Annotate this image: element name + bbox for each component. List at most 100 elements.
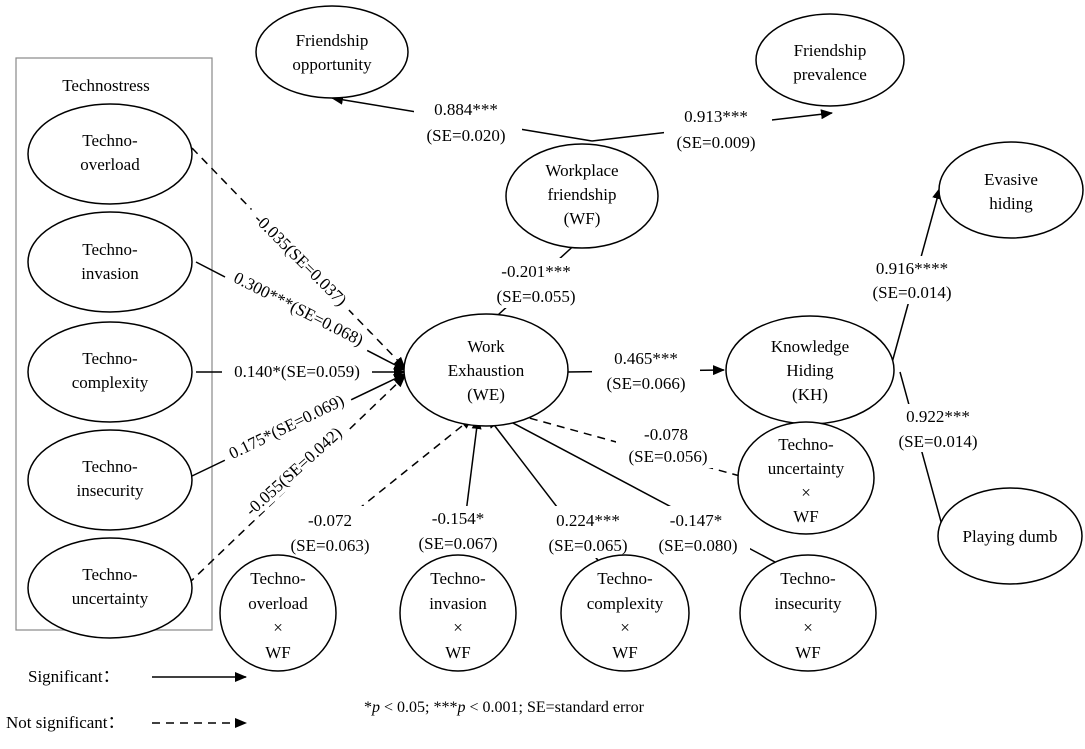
svg-text:-0.078: -0.078 bbox=[644, 425, 688, 444]
svg-text:×: × bbox=[453, 618, 463, 637]
svg-text:(SE=0.014): (SE=0.014) bbox=[873, 283, 952, 302]
svg-text:-0.147*: -0.147* bbox=[670, 511, 722, 530]
node-techno-complexity: Techno- complexity bbox=[27, 321, 193, 423]
svg-text:Techno-: Techno- bbox=[430, 569, 486, 588]
svg-text:-0.154*: -0.154* bbox=[432, 509, 484, 528]
svg-text:(SE=0.014): (SE=0.014) bbox=[899, 432, 978, 451]
svg-text:Knowledge: Knowledge bbox=[771, 337, 849, 356]
label-overload-x-wf-work-exhaustion: -0.072 (SE=0.063) bbox=[280, 506, 384, 558]
svg-text:hiding: hiding bbox=[989, 194, 1033, 213]
svg-text:0.140*(SE=0.059): 0.140*(SE=0.059) bbox=[234, 362, 360, 381]
svg-text:(SE=0.056): (SE=0.056) bbox=[629, 447, 708, 466]
label-complexity-x-wf-work-exhaustion: 0.224*** (SE=0.065) bbox=[534, 506, 642, 558]
svg-text:(SE=0.065): (SE=0.065) bbox=[549, 536, 628, 555]
technostress-group-title: Technostress bbox=[62, 76, 150, 95]
svg-text:×: × bbox=[801, 483, 811, 502]
svg-text:Significant：: Significant： bbox=[28, 667, 120, 686]
label-insecurity-x-wf-work-exhaustion: -0.147* (SE=0.080) bbox=[646, 506, 750, 558]
svg-text:(KH): (KH) bbox=[792, 385, 828, 404]
node-work-exhaustion: Work Exhaustion (WE) bbox=[403, 313, 569, 427]
node-overload-x-wf: Techno- overload × WF bbox=[219, 554, 337, 672]
legend-significant: Significant： bbox=[28, 667, 247, 686]
svg-text:0.916****: 0.916**** bbox=[876, 259, 948, 278]
node-friendship-prevalence: Friendship prevalence bbox=[755, 13, 905, 107]
node-techno-uncertainty: Techno- uncertainty bbox=[27, 537, 193, 639]
svg-text:Not significant：: Not significant： bbox=[6, 713, 125, 732]
label-wf-friendship-prevalence: 0.913*** (SE=0.009) bbox=[664, 104, 772, 154]
svg-text:Techno-: Techno- bbox=[82, 240, 138, 259]
svg-text:0.922***: 0.922*** bbox=[906, 407, 970, 426]
node-techno-insecurity: Techno- insecurity bbox=[27, 429, 193, 531]
svg-text:-0.201***: -0.201*** bbox=[501, 262, 570, 281]
svg-text:uncertainty: uncertainty bbox=[72, 589, 149, 608]
edge-kh-playing-dumb bbox=[899, 371, 948, 541]
svg-text:complexity: complexity bbox=[587, 594, 664, 613]
svg-text:(SE=0.063): (SE=0.063) bbox=[291, 536, 370, 555]
legend-not-significant: Not significant： bbox=[6, 713, 247, 732]
svg-text:WF: WF bbox=[445, 643, 471, 662]
svg-text:Techno-: Techno- bbox=[778, 435, 834, 454]
node-friendship-opportunity: Friendship opportunity bbox=[255, 5, 409, 99]
svg-text:insecurity: insecurity bbox=[774, 594, 842, 613]
label-wf-work-exhaustion: -0.201*** (SE=0.055) bbox=[482, 258, 592, 308]
node-workplace-friendship: Workplace friendship (WF) bbox=[505, 143, 659, 249]
svg-text:Playing dumb: Playing dumb bbox=[963, 527, 1058, 546]
svg-text:WF: WF bbox=[265, 643, 291, 662]
svg-text:Friendship: Friendship bbox=[794, 41, 867, 60]
svg-text:friendship: friendship bbox=[548, 185, 617, 204]
svg-text:Evasive: Evasive bbox=[984, 170, 1038, 189]
svg-text:prevalence: prevalence bbox=[793, 65, 867, 84]
label-techno-complexity-work-exhaustion: 0.140*(SE=0.059) bbox=[222, 360, 372, 382]
svg-text:Work: Work bbox=[467, 337, 505, 356]
svg-text:Techno-: Techno- bbox=[597, 569, 653, 588]
label-invasion-x-wf-work-exhaustion: -0.154* (SE=0.067) bbox=[406, 506, 508, 558]
footnote: *p < 0.05; ***p < 0.001; SE=standard err… bbox=[364, 699, 645, 716]
label-kh-evasive-hiding: 0.916**** (SE=0.014) bbox=[860, 256, 964, 304]
svg-text:(SE=0.009): (SE=0.009) bbox=[677, 133, 756, 152]
svg-text:Exhaustion: Exhaustion bbox=[448, 361, 525, 380]
node-uncertainty-x-wf: Techno- uncertainty × WF bbox=[737, 421, 875, 535]
svg-text:×: × bbox=[803, 618, 813, 637]
svg-text:insecurity: insecurity bbox=[76, 481, 144, 500]
node-techno-overload: Techno- overload bbox=[27, 103, 193, 205]
node-evasive-hiding: Evasive hiding bbox=[938, 141, 1084, 239]
svg-text:Techno-: Techno- bbox=[82, 565, 138, 584]
edge-techno-overload-work-exhaustion bbox=[191, 147, 406, 369]
svg-text:invasion: invasion bbox=[429, 594, 487, 613]
svg-text:0.465***: 0.465*** bbox=[614, 349, 678, 368]
node-playing-dumb: Playing dumb bbox=[937, 487, 1083, 585]
label-we-knowledge-hiding: 0.465*** (SE=0.066) bbox=[592, 346, 700, 394]
node-techno-invasion: Techno- invasion bbox=[27, 211, 193, 313]
svg-text:0.884***: 0.884*** bbox=[434, 100, 498, 119]
svg-text:overload: overload bbox=[248, 594, 308, 613]
svg-text:(SE=0.067): (SE=0.067) bbox=[419, 534, 498, 553]
svg-text:Techno-: Techno- bbox=[780, 569, 836, 588]
svg-text:opportunity: opportunity bbox=[292, 55, 372, 74]
label-kh-playing-dumb: 0.922*** (SE=0.014) bbox=[886, 404, 990, 452]
svg-text:0.224***: 0.224*** bbox=[556, 511, 620, 530]
svg-text:WF: WF bbox=[612, 643, 638, 662]
svg-text:(SE=0.020): (SE=0.020) bbox=[427, 126, 506, 145]
svg-text:overload: overload bbox=[80, 155, 140, 174]
svg-text:(WF): (WF) bbox=[564, 209, 601, 228]
svg-text:Hiding: Hiding bbox=[786, 361, 834, 380]
svg-text:Workplace: Workplace bbox=[545, 161, 618, 180]
svg-text:×: × bbox=[620, 618, 630, 637]
node-invasion-x-wf: Techno- invasion × WF bbox=[399, 554, 517, 672]
svg-text:Friendship: Friendship bbox=[296, 31, 369, 50]
label-wf-friendship-opportunity: 0.884*** (SE=0.020) bbox=[414, 96, 522, 146]
svg-text:uncertainty: uncertainty bbox=[768, 459, 845, 478]
node-knowledge-hiding: Knowledge Hiding (KH) bbox=[725, 315, 895, 425]
svg-text:Techno-: Techno- bbox=[82, 131, 138, 150]
node-insecurity-x-wf: Techno- insecurity × WF bbox=[739, 554, 877, 672]
svg-text:(SE=0.055): (SE=0.055) bbox=[497, 287, 576, 306]
label-techno-invasion-work-exhaustion: 0.300***(SE=0.068) bbox=[222, 263, 375, 354]
svg-text:complexity: complexity bbox=[72, 373, 149, 392]
svg-text:WF: WF bbox=[795, 643, 821, 662]
svg-text:invasion: invasion bbox=[81, 264, 139, 283]
svg-text:(WE): (WE) bbox=[467, 385, 505, 404]
svg-text:-0.072: -0.072 bbox=[308, 511, 352, 530]
svg-text:WF: WF bbox=[793, 507, 819, 526]
svg-text:0.913***: 0.913*** bbox=[684, 107, 748, 126]
